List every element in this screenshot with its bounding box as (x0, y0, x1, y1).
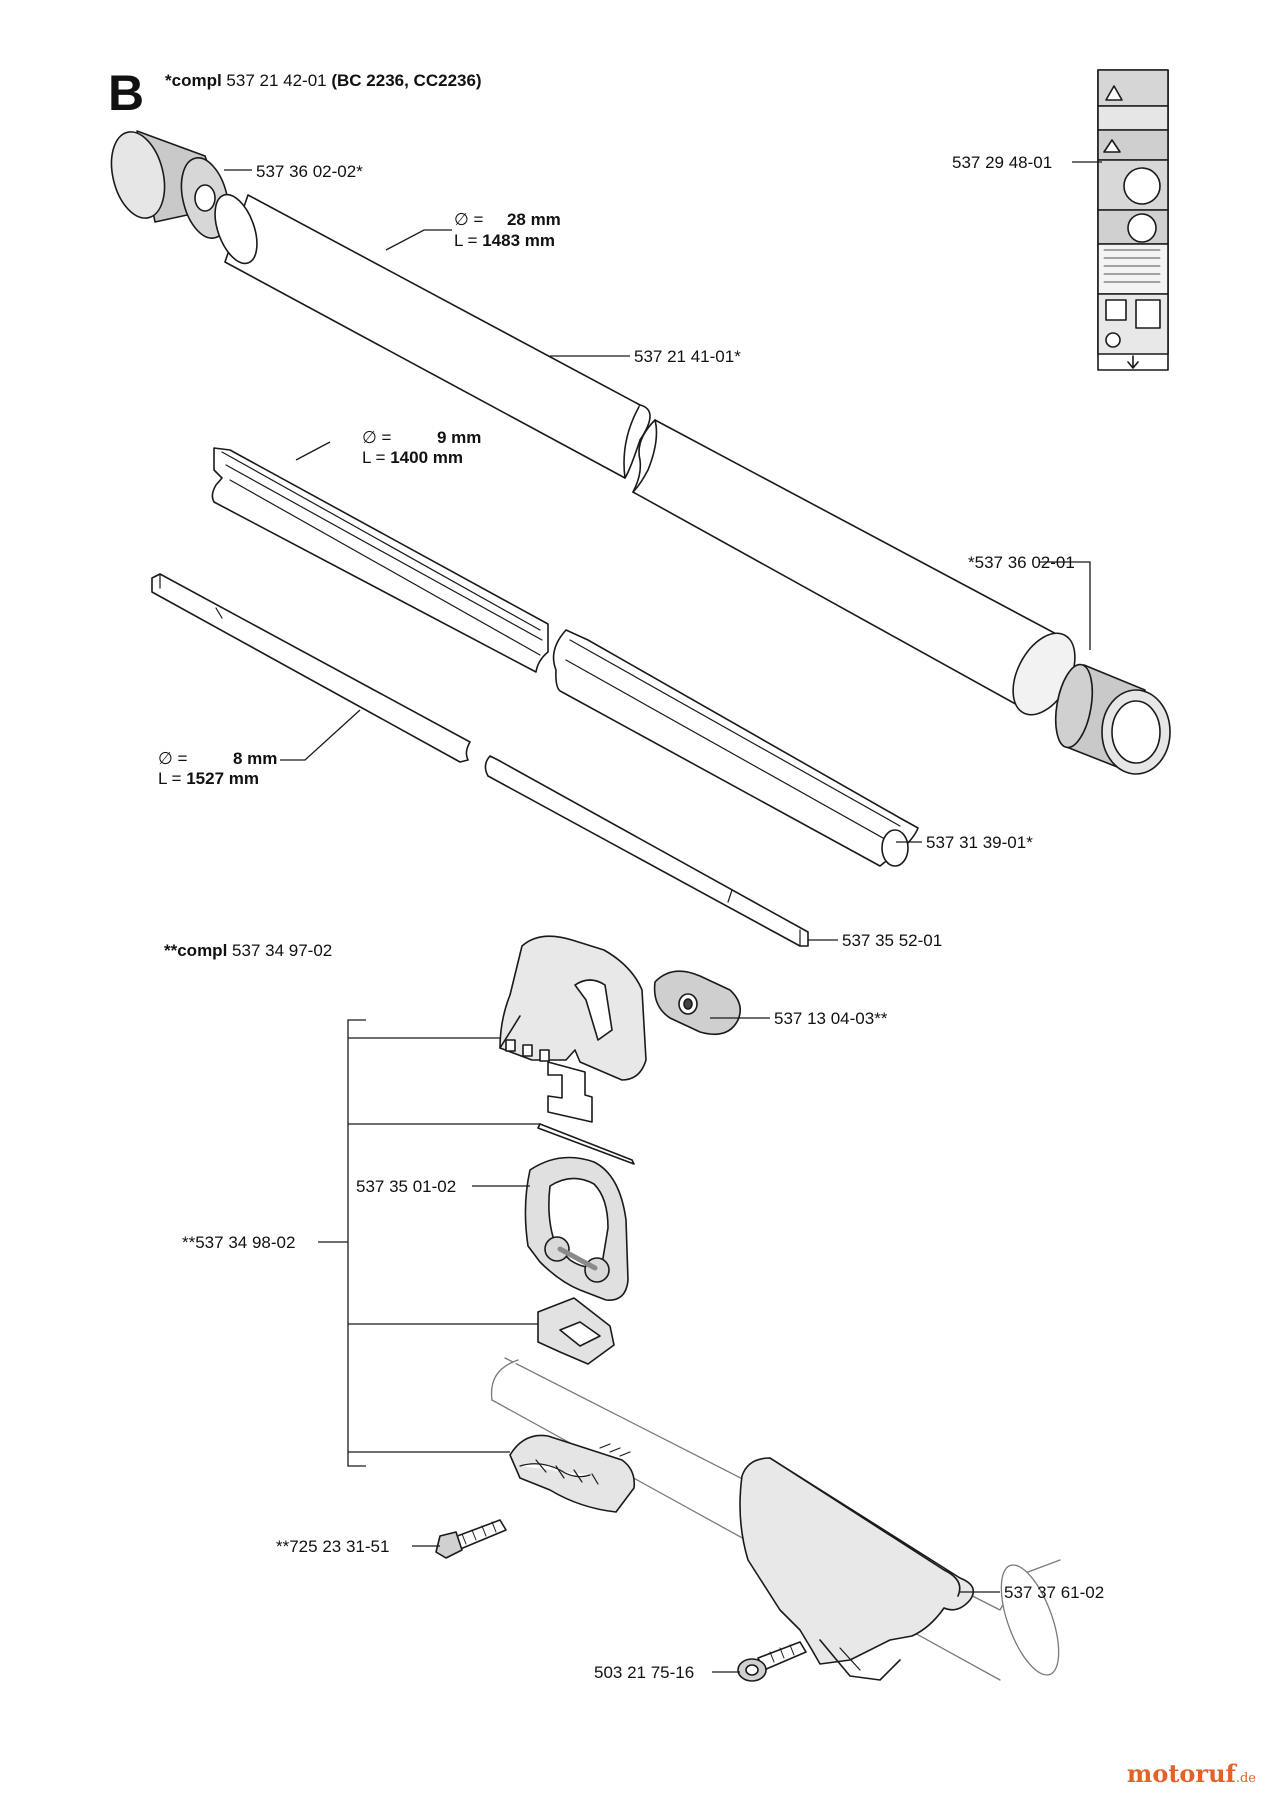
shaft-dia-value: 8 mm (232, 749, 278, 768)
assembly-main-part: 537 21 42-01 (226, 71, 327, 90)
assembly-main-title: *compl 537 21 42-01 (BC 2236, CC2236) (165, 72, 482, 89)
watermark-logo: motoruf.de (1127, 1759, 1256, 1788)
clamp-top (499, 935, 647, 1081)
sheath-dia-value: 9 mm (436, 428, 482, 447)
insert-block (537, 1297, 615, 1365)
tube-dia-symbol: ∅ = (454, 210, 484, 229)
sheath-len-symbol: L = (362, 448, 386, 467)
safety-label-decal (1097, 69, 1169, 371)
sheath-diameter: ∅ = 9 mm (362, 429, 481, 446)
part-label-end-cap-top: 537 36 02-02* (256, 162, 363, 181)
part-label-sheath: 537 31 39-01* (926, 833, 1033, 852)
tube-len-value: 1483 mm (482, 231, 555, 250)
part-label-decal: 537 29 48-01 (952, 153, 1053, 172)
tube-length: L = 1483 mm (454, 232, 555, 249)
spacer-plate (537, 1061, 635, 1165)
bolt (435, 1519, 507, 1559)
part-label-end-cap-bottom: *537 36 02-01 (968, 553, 1075, 572)
watermark-suffix: .de (1235, 1771, 1256, 1786)
tube-segment-lower (632, 419, 1076, 716)
part-label-handle-kit: **537 34 98-02 (182, 1233, 296, 1252)
tube-diameter: ∅ = 28 mm (454, 211, 561, 228)
leader-lines (224, 161, 1102, 1673)
part-label-guard-bracket: 537 37 61-02 (1004, 1583, 1105, 1602)
shaft-dia-symbol: ∅ = (158, 749, 188, 768)
tube-segment-upper (214, 193, 651, 479)
shaft-len-value: 1527 mm (186, 769, 259, 788)
clamp-lower (509, 1434, 636, 1513)
part-label-loop: 537 35 01-02 (356, 1177, 457, 1196)
part-label-bolt: **725 23 31-51 (276, 1537, 390, 1556)
guard-bracket (739, 1457, 975, 1681)
part-label-drive-shaft: 537 35 52-01 (842, 931, 943, 950)
handle-loop (524, 1156, 629, 1301)
shaft-diameter: ∅ = 8 mm (158, 750, 277, 767)
assembly-secondary-prefix: **compl (164, 941, 228, 960)
assembly-secondary-part: 537 34 97-02 (232, 941, 333, 960)
part-label-knob: 537 13 04-03** (774, 1009, 888, 1028)
drive-shaft-segment-upper (151, 573, 471, 763)
assembly-secondary-title: **compl 537 34 97-02 (164, 942, 332, 959)
sheath-segment-upper (211, 447, 549, 673)
section-letter: B (108, 65, 145, 121)
tube-dia-value: 28 mm (506, 210, 561, 229)
tube-len-symbol: L = (454, 231, 478, 250)
shaft-len-symbol: L = (158, 769, 182, 788)
end-cap-top (110, 130, 230, 239)
screw (737, 1641, 807, 1682)
assembly-main-prefix: *compl (165, 71, 222, 90)
watermark-name: motoruf (1126, 1759, 1236, 1788)
sheath-length: L = 1400 mm (362, 449, 463, 466)
drive-shaft-segment-lower (484, 755, 809, 947)
sheath-len-value: 1400 mm (390, 448, 463, 467)
part-label-tube: 537 21 41-01* (634, 347, 741, 366)
shaft-length: L = 1527 mm (158, 770, 259, 787)
knob (653, 970, 741, 1036)
end-cap-bottom (1054, 663, 1171, 775)
part-label-screw: 503 21 75-16 (594, 1663, 695, 1682)
sheath-dia-symbol: ∅ = (362, 428, 392, 447)
sheath-segment-lower (552, 629, 919, 867)
assembly-main-models: (BC 2236, CC2236) (331, 71, 482, 90)
